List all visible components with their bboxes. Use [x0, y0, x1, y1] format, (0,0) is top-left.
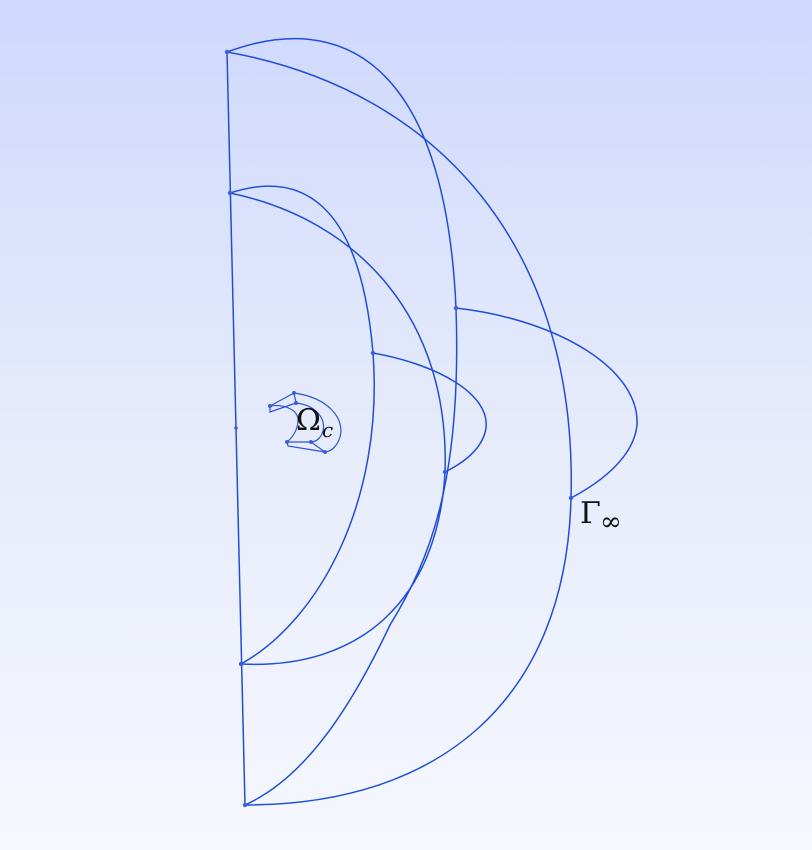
conductor-vertex	[292, 391, 296, 395]
omega-c-label: Ω c	[296, 403, 333, 442]
gamma-infinity-label: Γ ∞	[580, 496, 622, 537]
conductor-vertex	[309, 440, 313, 444]
conductor-top-edge	[269, 392, 297, 413]
outer-sphere-rear-arc	[226, 37, 458, 626]
outer-sphere-meridian-arc	[226, 51, 572, 806]
outer-lower-connector-arc	[244, 624, 391, 806]
conductor-vertex	[294, 401, 298, 405]
middle-equator-front-vertex	[442, 469, 448, 475]
conductor-outer-arc	[293, 392, 342, 453]
omega-label-main: Ω	[296, 403, 321, 438]
axis-bottom-vertex	[242, 802, 248, 808]
outer-equator-rear-vertex	[453, 305, 459, 311]
axis-upper-vertex	[227, 190, 233, 196]
conductor-vertex	[323, 450, 327, 454]
outer-sphere-equator-arc	[455, 307, 638, 499]
axis-lower-vertex	[238, 661, 244, 667]
conductor-region[interactable]	[268, 391, 342, 454]
gamma-label-subscript: ∞	[600, 507, 622, 537]
middle-equator-rear-vertex	[370, 350, 376, 356]
conductor-inner-arc	[295, 402, 325, 443]
omega-label-subscript: c	[322, 418, 333, 442]
conductor-inner-front-arc	[269, 405, 299, 443]
axis-top-vertex	[224, 49, 230, 55]
middle-sphere-meridian-arc	[229, 192, 446, 666]
middle-sphere-equator-arc	[372, 352, 487, 473]
conductor-bottom-edge	[286, 441, 326, 453]
outer-equator-front-vertex	[568, 495, 574, 501]
conductor-vertex	[268, 404, 272, 408]
gamma-label-main: Γ	[580, 496, 601, 531]
conductor-vertex	[285, 440, 289, 444]
axis-center-vertex	[234, 426, 238, 430]
